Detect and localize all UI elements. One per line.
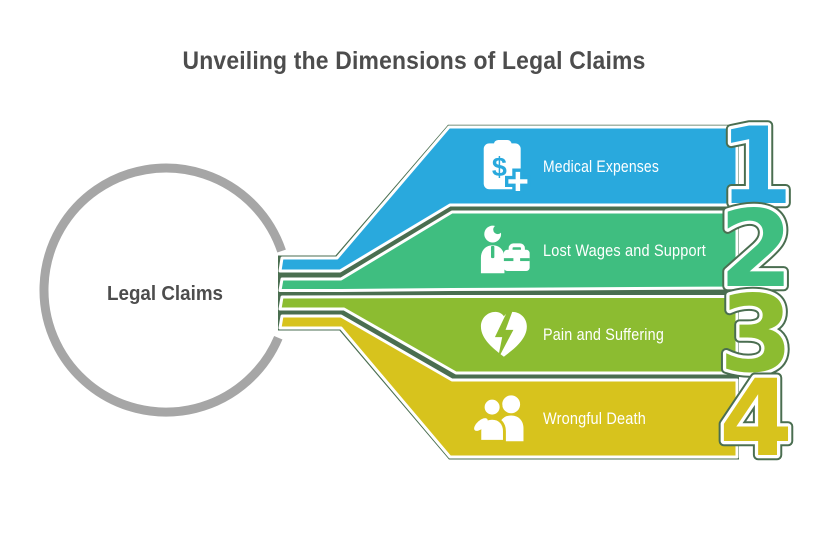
claim-number: 2 <box>719 188 793 311</box>
claim-label: Wrongful Death <box>543 410 646 428</box>
claim-item-wrongful-death: Wrongful Death 4 4 <box>278 314 798 485</box>
people-icon <box>474 395 524 443</box>
claim-number-outline: 2 <box>719 188 793 311</box>
broken-heart-bolt-icon <box>480 310 527 360</box>
claim-item-lost-wages: Lost Wages and Support 2 2 <box>278 183 798 316</box>
hub-ring <box>39 163 286 417</box>
dollar-glyph: $ <box>492 152 507 182</box>
lightning-bolt <box>494 310 514 360</box>
person-briefcase-icon <box>480 225 530 274</box>
hub-label: Legal Claims <box>107 282 223 305</box>
claim-number: 1 <box>719 105 793 228</box>
claim-number-outline: 4 <box>719 357 793 480</box>
person-front-head <box>481 396 503 418</box>
claim-number: 4 <box>719 357 793 480</box>
claim-label: Pain and Suffering <box>543 326 664 344</box>
person-front-arm <box>474 418 488 431</box>
claim-number: 3 <box>719 273 793 396</box>
claim-ribbon <box>278 314 739 459</box>
claim-item-pain-suffering: Pain and Suffering 3 3 <box>278 268 798 401</box>
briefcase-latch <box>513 256 521 263</box>
person-tie <box>491 245 495 259</box>
person-back-head <box>502 395 521 414</box>
clipboard-dollar-icon: $ <box>483 140 531 195</box>
claim-label: Medical Expenses <box>543 158 659 176</box>
plus-icon <box>505 168 531 195</box>
claim-label: Lost Wages and Support <box>543 242 706 260</box>
person-body <box>480 245 505 274</box>
person-hair-notch <box>493 225 503 235</box>
page-title: Unveiling the Dimensions of Legal Claims <box>183 47 646 75</box>
claim-ribbon <box>278 125 739 273</box>
